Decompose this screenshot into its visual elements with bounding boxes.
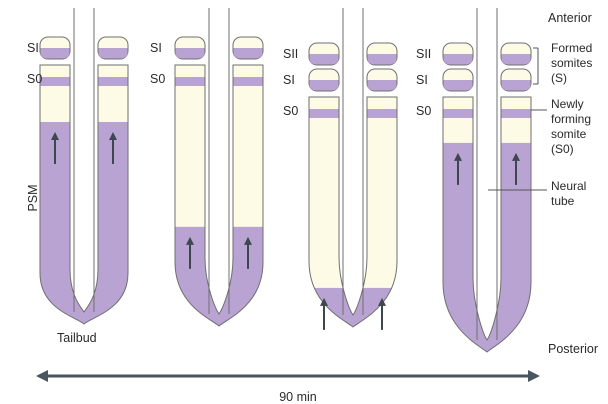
psm-label: PSM	[26, 184, 40, 211]
stage-2-panel: SI S0	[150, 8, 265, 330]
legend-newly-line3: somite	[551, 127, 587, 141]
legend-formed-line2: somites	[551, 56, 592, 70]
expression-zone	[441, 143, 533, 356]
somite-label: SII	[283, 47, 298, 61]
formed-somites-bracket	[533, 48, 538, 84]
somite-label: SI	[27, 41, 39, 55]
formed-somite	[501, 43, 531, 65]
legend-neural-line1: Neural	[551, 179, 586, 193]
somite-label: SI	[283, 73, 295, 87]
legend-newly-line2: forming	[551, 112, 591, 126]
formed-somite	[40, 37, 70, 59]
formed-somite	[309, 69, 339, 91]
formed-somite	[367, 69, 397, 91]
somite-boundary-band	[173, 77, 265, 86]
posterior-label: Posterior	[548, 342, 598, 356]
stage-1-panel: SI S0	[27, 8, 130, 328]
formed-somite	[367, 43, 397, 65]
formed-somite	[175, 37, 205, 59]
formed-somite	[501, 69, 531, 91]
formed-somite	[98, 37, 128, 59]
somite-label: S0	[416, 104, 431, 118]
stage-3-panel: SII SI S0	[283, 8, 399, 331]
legend-newly-forming: Newly forming somite (S0)	[531, 97, 591, 156]
legend-neural-line2: tube	[551, 194, 575, 208]
somite-label: SI	[150, 41, 162, 55]
somite-boundary-band	[38, 77, 130, 86]
somite-label: S0	[150, 72, 165, 86]
legend-formed-line3: (S)	[551, 71, 567, 85]
legend-newly-line4: (S0)	[551, 142, 574, 156]
somite-label: SI	[416, 73, 428, 87]
formed-somite	[443, 69, 473, 91]
anterior-label: Anterior	[548, 11, 592, 25]
somite-boundary-band	[441, 109, 533, 118]
expression-zone	[307, 288, 399, 331]
legend-newly-line1: Newly	[551, 97, 584, 111]
formed-somite	[233, 37, 263, 59]
somite-boundary-band	[307, 109, 399, 118]
stage-4-panel: SII SI S0	[416, 8, 533, 356]
somite-label: S0	[283, 104, 298, 118]
somite-label: SII	[416, 47, 431, 61]
legend-formed-somites: Formed somites (S)	[533, 41, 592, 85]
formed-somite	[443, 43, 473, 65]
formed-somite	[309, 43, 339, 65]
legend-formed-line1: Formed	[551, 41, 592, 55]
duration-label: 90 min	[279, 390, 317, 404]
somite-label: S0	[27, 72, 42, 86]
expression-zone	[38, 122, 130, 328]
tailbud-label: Tailbud	[57, 331, 97, 345]
